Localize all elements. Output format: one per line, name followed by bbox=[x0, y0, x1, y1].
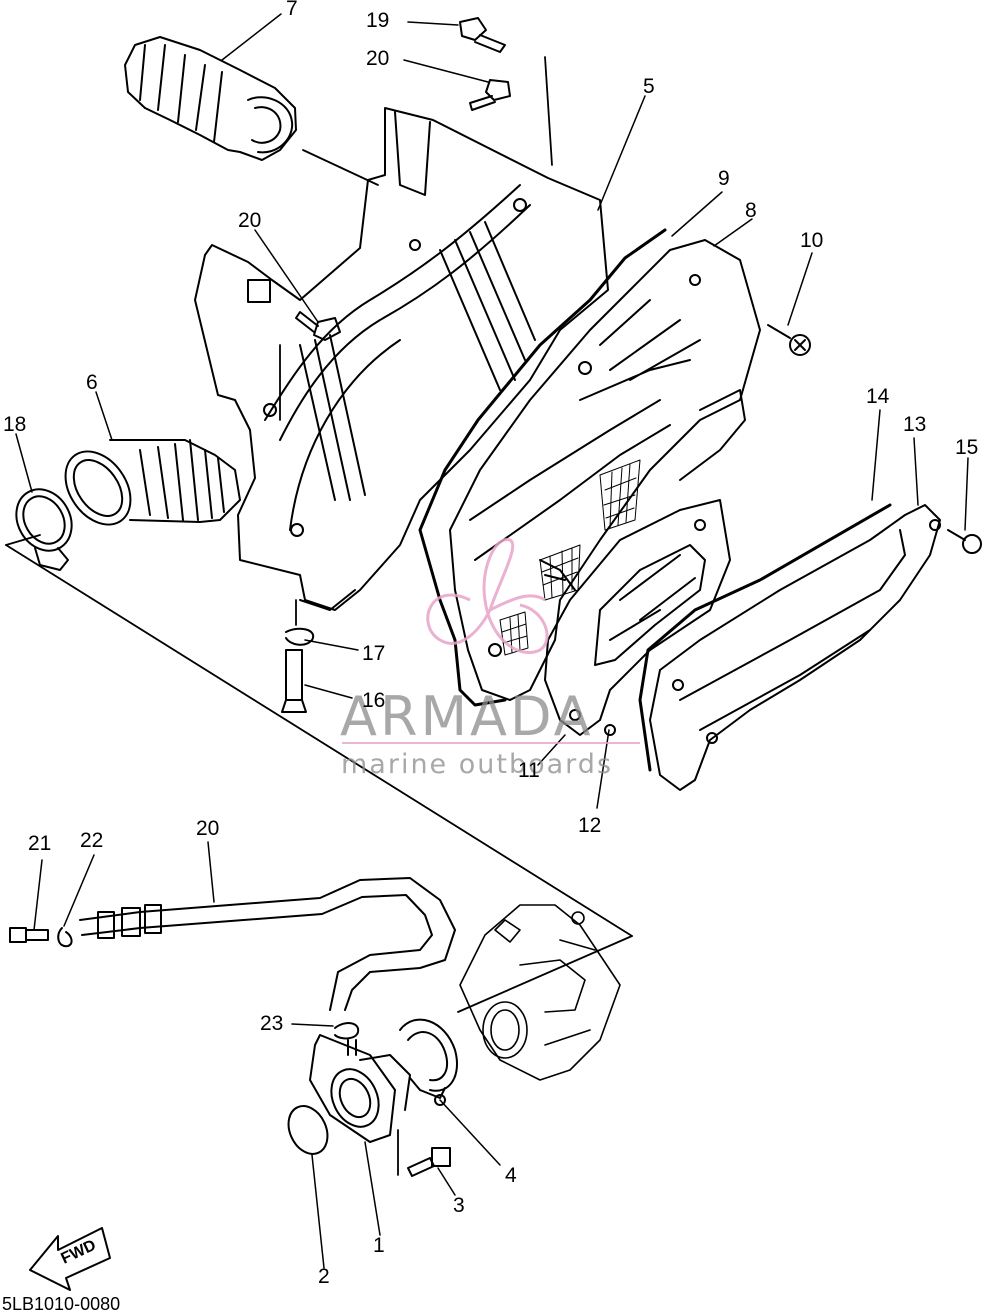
callout-11: 11 bbox=[518, 759, 540, 782]
callout-23-right: 23 bbox=[260, 1012, 284, 1035]
filter-mesh bbox=[499, 459, 641, 656]
bolt-20-mid bbox=[295, 311, 341, 341]
callout-7: 7 bbox=[286, 0, 298, 20]
callout-15: 15 bbox=[955, 436, 979, 459]
callout-18: 18 bbox=[3, 413, 27, 436]
carburetor bbox=[459, 904, 621, 1081]
rear-cover-13 bbox=[649, 504, 941, 791]
callout-23-left: 22 bbox=[80, 829, 104, 852]
diagram-code: 5LB1010-0080 bbox=[2, 1294, 121, 1314]
gasket-9 bbox=[418, 228, 667, 707]
carb-joint-1 bbox=[309, 1034, 411, 1143]
clip-23-left bbox=[57, 927, 73, 948]
callout-17: 17 bbox=[362, 642, 386, 665]
fwd-arrow-icon bbox=[29, 1227, 111, 1291]
clamp-4 bbox=[399, 1018, 458, 1106]
callout-8: 8 bbox=[745, 199, 757, 222]
callout-5: 5 bbox=[643, 75, 655, 98]
callout-19: 19 bbox=[366, 9, 390, 32]
bolt-20-top bbox=[469, 79, 511, 111]
callout-13: 13 bbox=[903, 413, 927, 436]
leader-lines bbox=[15, 13, 969, 1269]
bolt-22 bbox=[9, 927, 49, 943]
drain-16 bbox=[281, 649, 307, 713]
callout-12: 12 bbox=[578, 814, 602, 837]
bolt-19 bbox=[459, 17, 506, 53]
watermark-rule bbox=[342, 742, 640, 744]
callout-2: 2 bbox=[318, 1265, 330, 1288]
joint-6 bbox=[64, 439, 241, 526]
callout-9: 9 bbox=[718, 167, 730, 190]
clip-17 bbox=[285, 627, 315, 646]
o-ring-2 bbox=[287, 1105, 329, 1155]
filter-element-11 bbox=[544, 499, 731, 736]
element-cover-8 bbox=[449, 239, 761, 701]
callout-16: 16 bbox=[362, 689, 386, 712]
callout-1: 1 bbox=[373, 1234, 385, 1257]
callout-14: 14 bbox=[866, 385, 890, 408]
clip-23-right bbox=[334, 1022, 360, 1040]
callout-22: 21 bbox=[28, 832, 52, 855]
screw-3 bbox=[407, 1147, 451, 1177]
callout-20-mid: 20 bbox=[238, 209, 262, 232]
callout-4: 4 bbox=[505, 1164, 517, 1187]
callout-20-top: 20 bbox=[366, 47, 390, 70]
watermark-tagline: marine outboards bbox=[341, 749, 614, 780]
bolt-15 bbox=[947, 529, 982, 554]
airbox-housing-5 bbox=[194, 107, 609, 611]
screw-10 bbox=[767, 324, 811, 356]
callout-10: 10 bbox=[800, 229, 824, 252]
callout-21: 20 bbox=[196, 817, 220, 840]
callout-6: 6 bbox=[86, 371, 98, 394]
clamp-18 bbox=[15, 488, 73, 571]
intake-duct-7 bbox=[124, 36, 297, 161]
watermark-brand: ARMADA bbox=[340, 685, 594, 748]
callout-3: 3 bbox=[453, 1194, 465, 1217]
assembly-frame-lines bbox=[5, 56, 633, 1176]
hose-21 bbox=[79, 877, 456, 1011]
gasket-14 bbox=[638, 503, 892, 772]
watermark-logo-icon bbox=[426, 538, 549, 654]
